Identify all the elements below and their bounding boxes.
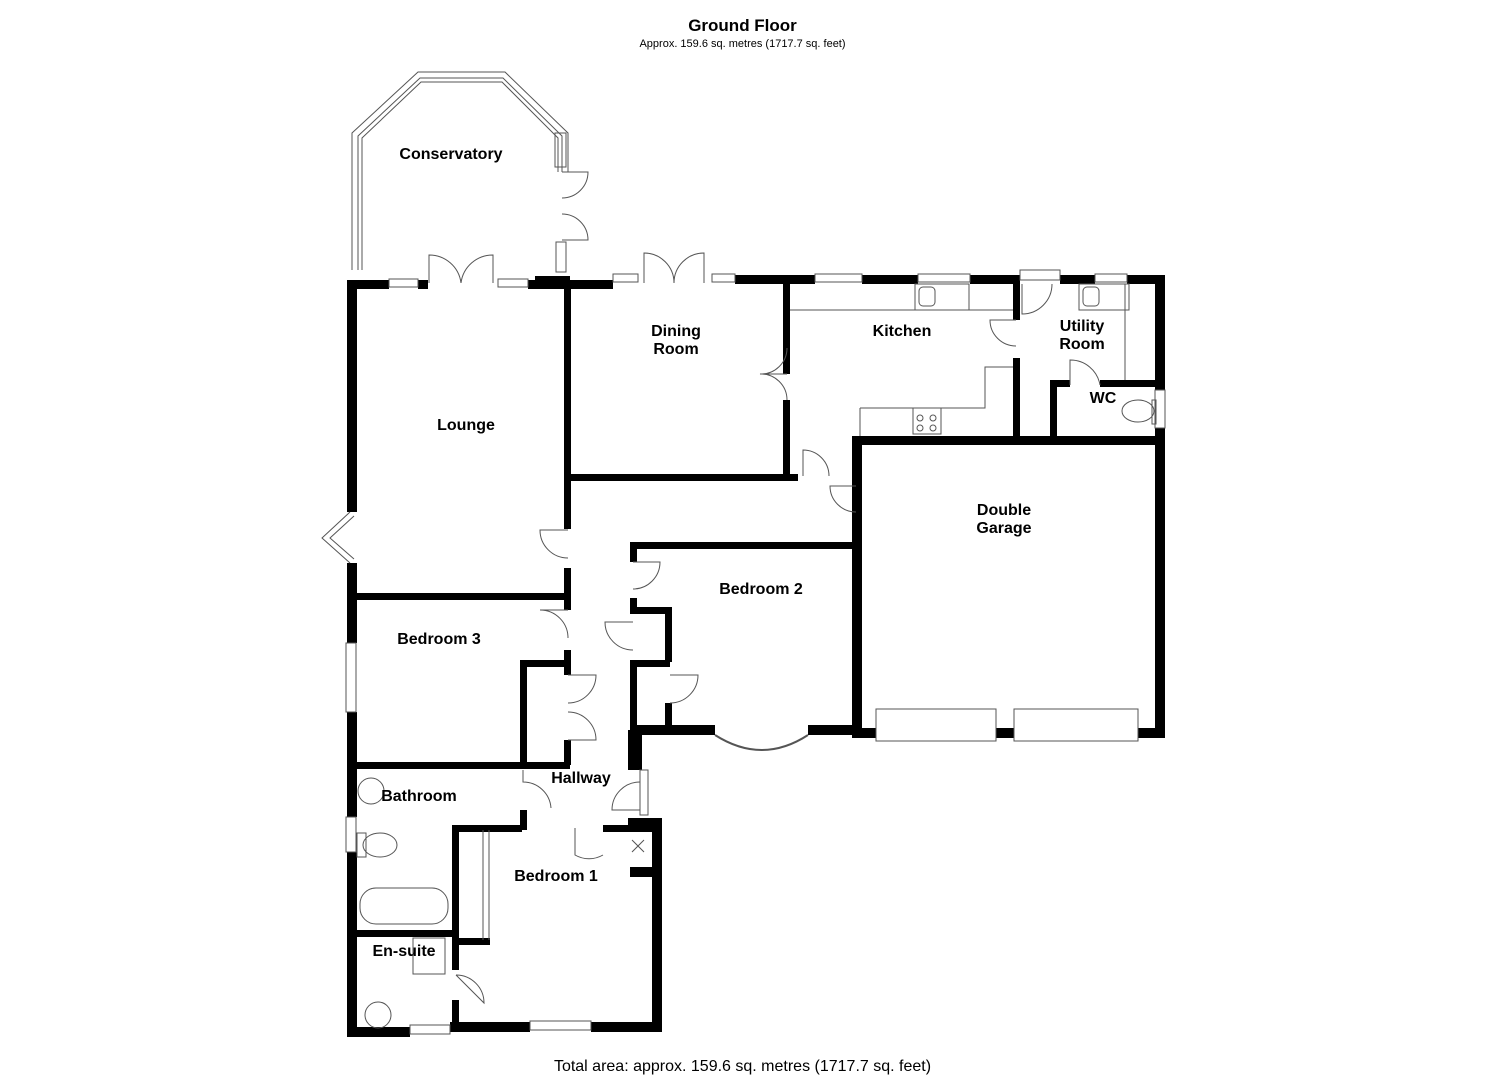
room-label-en-suite: En-suite (372, 943, 436, 960)
interior-door-swings (455, 283, 1101, 1005)
room-label-bedroom-2: Bedroom 2 (719, 581, 803, 598)
interior-walls (352, 284, 1160, 1030)
room-label-wc: WC (1089, 390, 1117, 407)
room-label-bedroom-1: Bedroom 1 (514, 868, 598, 885)
conservatory-door-swings (428, 171, 705, 284)
conservatory-glazing (351, 71, 569, 273)
room-label-lounge: Lounge (437, 417, 495, 434)
fixtures (356, 283, 1157, 1029)
room-label-hallway: Hallway (551, 770, 611, 787)
floor-area-subtitle: Approx. 159.6 sq. metres (1717.7 sq. fee… (639, 38, 846, 50)
total-area-footer: Total area: approx. 159.6 sq. metres (17… (553, 1058, 932, 1075)
room-label-kitchen: Kitchen (872, 323, 932, 340)
room-label-double-garage: Double Garage (976, 502, 1032, 537)
bedroom2-bay-window (714, 734, 809, 751)
exterior-walls (347, 275, 1165, 1037)
room-label-utility-room: Utility Room (1059, 318, 1105, 353)
room-label-bathroom: Bathroom (381, 788, 457, 805)
windows (345, 269, 1166, 1035)
floor-title: Ground Floor (688, 16, 797, 35)
lounge-bay-window (321, 511, 355, 564)
room-label-conservatory: Conservatory (399, 146, 503, 163)
room-label-dining-room: Dining Room (651, 323, 701, 358)
room-label-bedroom-3: Bedroom 3 (397, 631, 481, 648)
